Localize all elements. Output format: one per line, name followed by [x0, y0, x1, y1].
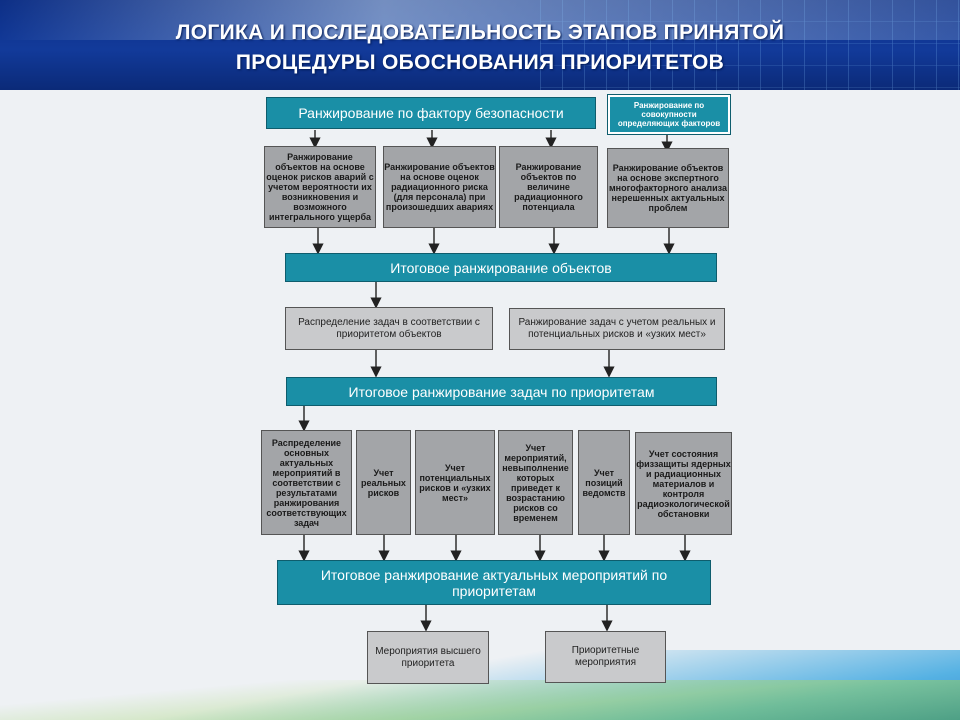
- title-line-1: ЛОГИКА И ПОСЛЕДОВАТЕЛЬНОСТЬ ЭТАПОВ ПРИНЯ…: [175, 21, 785, 44]
- header-grid-decoration: [540, 0, 960, 90]
- level2-label-2: Ранжирование задач с учетом реальных и п…: [518, 317, 716, 340]
- output-highest-priority-label: Мероприятия высшего приоритета: [375, 645, 481, 669]
- page-title: ЛОГИКА И ПОСЛЕДОВАТЕЛЬНОСТЬ ЭТАПОВ ПРИНЯ…: [0, 18, 960, 78]
- level1-box-3: Ранжирование объектов по величине радиац…: [499, 146, 598, 228]
- level3-box-5: Учет позиций ведомств: [578, 430, 630, 535]
- output-priority-measures-label: Приоритетные мероприятия: [571, 645, 640, 668]
- level2-box-2: Ранжирование задач с учетом реальных и п…: [509, 308, 725, 350]
- header-banner: [0, 0, 960, 90]
- title-line-2: ПРОЦЕДУРЫ ОБОСНОВАНИЯ ПРИОРИТЕТОВ: [235, 51, 725, 74]
- output-highest-priority: Мероприятия высшего приоритета: [367, 631, 489, 684]
- output-priority-measures: Приоритетные мероприятия: [545, 631, 666, 683]
- level3-label-2: Учет реальных рисков: [361, 467, 406, 498]
- level3-label-3: Учет потенциальных рисков и «узких мест»: [419, 462, 491, 503]
- level3-label-6: Учет состояния физзащиты ядерных и радиа…: [636, 448, 731, 519]
- final-objects-label: Итоговое ранжирование объектов: [390, 259, 612, 276]
- level1-label-3: Ранжирование объектов по величине радиац…: [514, 162, 583, 212]
- ranking-safety-factor: Ранжирование по фактору безопасности: [266, 97, 596, 129]
- ranking-combined-factors: Ранжирование по совокупности определяющи…: [607, 94, 731, 135]
- level3-box-1: Распределение основных актуальных меропр…: [261, 430, 352, 535]
- level2-box-1: Распределение задач в соответствии с при…: [285, 307, 493, 350]
- final-measures-ranking: Итоговое ранжирование актуальных меропри…: [277, 560, 711, 605]
- level1-label-2: Ранжирование объектов на основе оценок р…: [384, 162, 495, 212]
- final-tasks-label: Итоговое ранжирование задач по приоритет…: [348, 383, 655, 400]
- final-objects-ranking: Итоговое ранжирование объектов: [285, 253, 717, 282]
- level3-box-2: Учет реальных рисков: [356, 430, 411, 535]
- level3-label-1: Распределение основных актуальных меропр…: [266, 437, 347, 528]
- final-measures-label: Итоговое ранжирование актуальных меропри…: [320, 566, 668, 599]
- level1-label-1: Ранжирование объектов на основе оценок р…: [266, 152, 374, 222]
- ranking-safety-factor-label: Ранжирование по фактору безопасности: [298, 105, 564, 121]
- level1-box-2: Ранжирование объектов на основе оценок р…: [383, 146, 496, 228]
- header-glow: [0, 0, 960, 40]
- level3-box-3: Учет потенциальных рисков и «узких мест»: [415, 430, 495, 535]
- footer-decoration-green: [0, 680, 960, 720]
- ranking-combined-factors-label: Ранжирование по совокупности определяющи…: [617, 101, 721, 128]
- level3-label-4: Учет мероприятий, невыполнение которых п…: [502, 442, 569, 523]
- level1-box-1: Ранжирование объектов на основе оценок р…: [264, 146, 376, 228]
- level1-box-4: Ранжирование объектов на основе экспертн…: [607, 148, 729, 228]
- final-tasks-ranking: Итоговое ранжирование задач по приоритет…: [286, 377, 717, 406]
- level3-box-4: Учет мероприятий, невыполнение которых п…: [498, 430, 573, 535]
- level2-label-1: Распределение задач в соответствии с при…: [298, 316, 480, 340]
- level3-label-5: Учет позиций ведомств: [582, 467, 626, 498]
- level3-box-6: Учет состояния физзащиты ядерных и радиа…: [635, 432, 732, 535]
- level1-label-4: Ранжирование объектов на основе экспертн…: [608, 163, 727, 213]
